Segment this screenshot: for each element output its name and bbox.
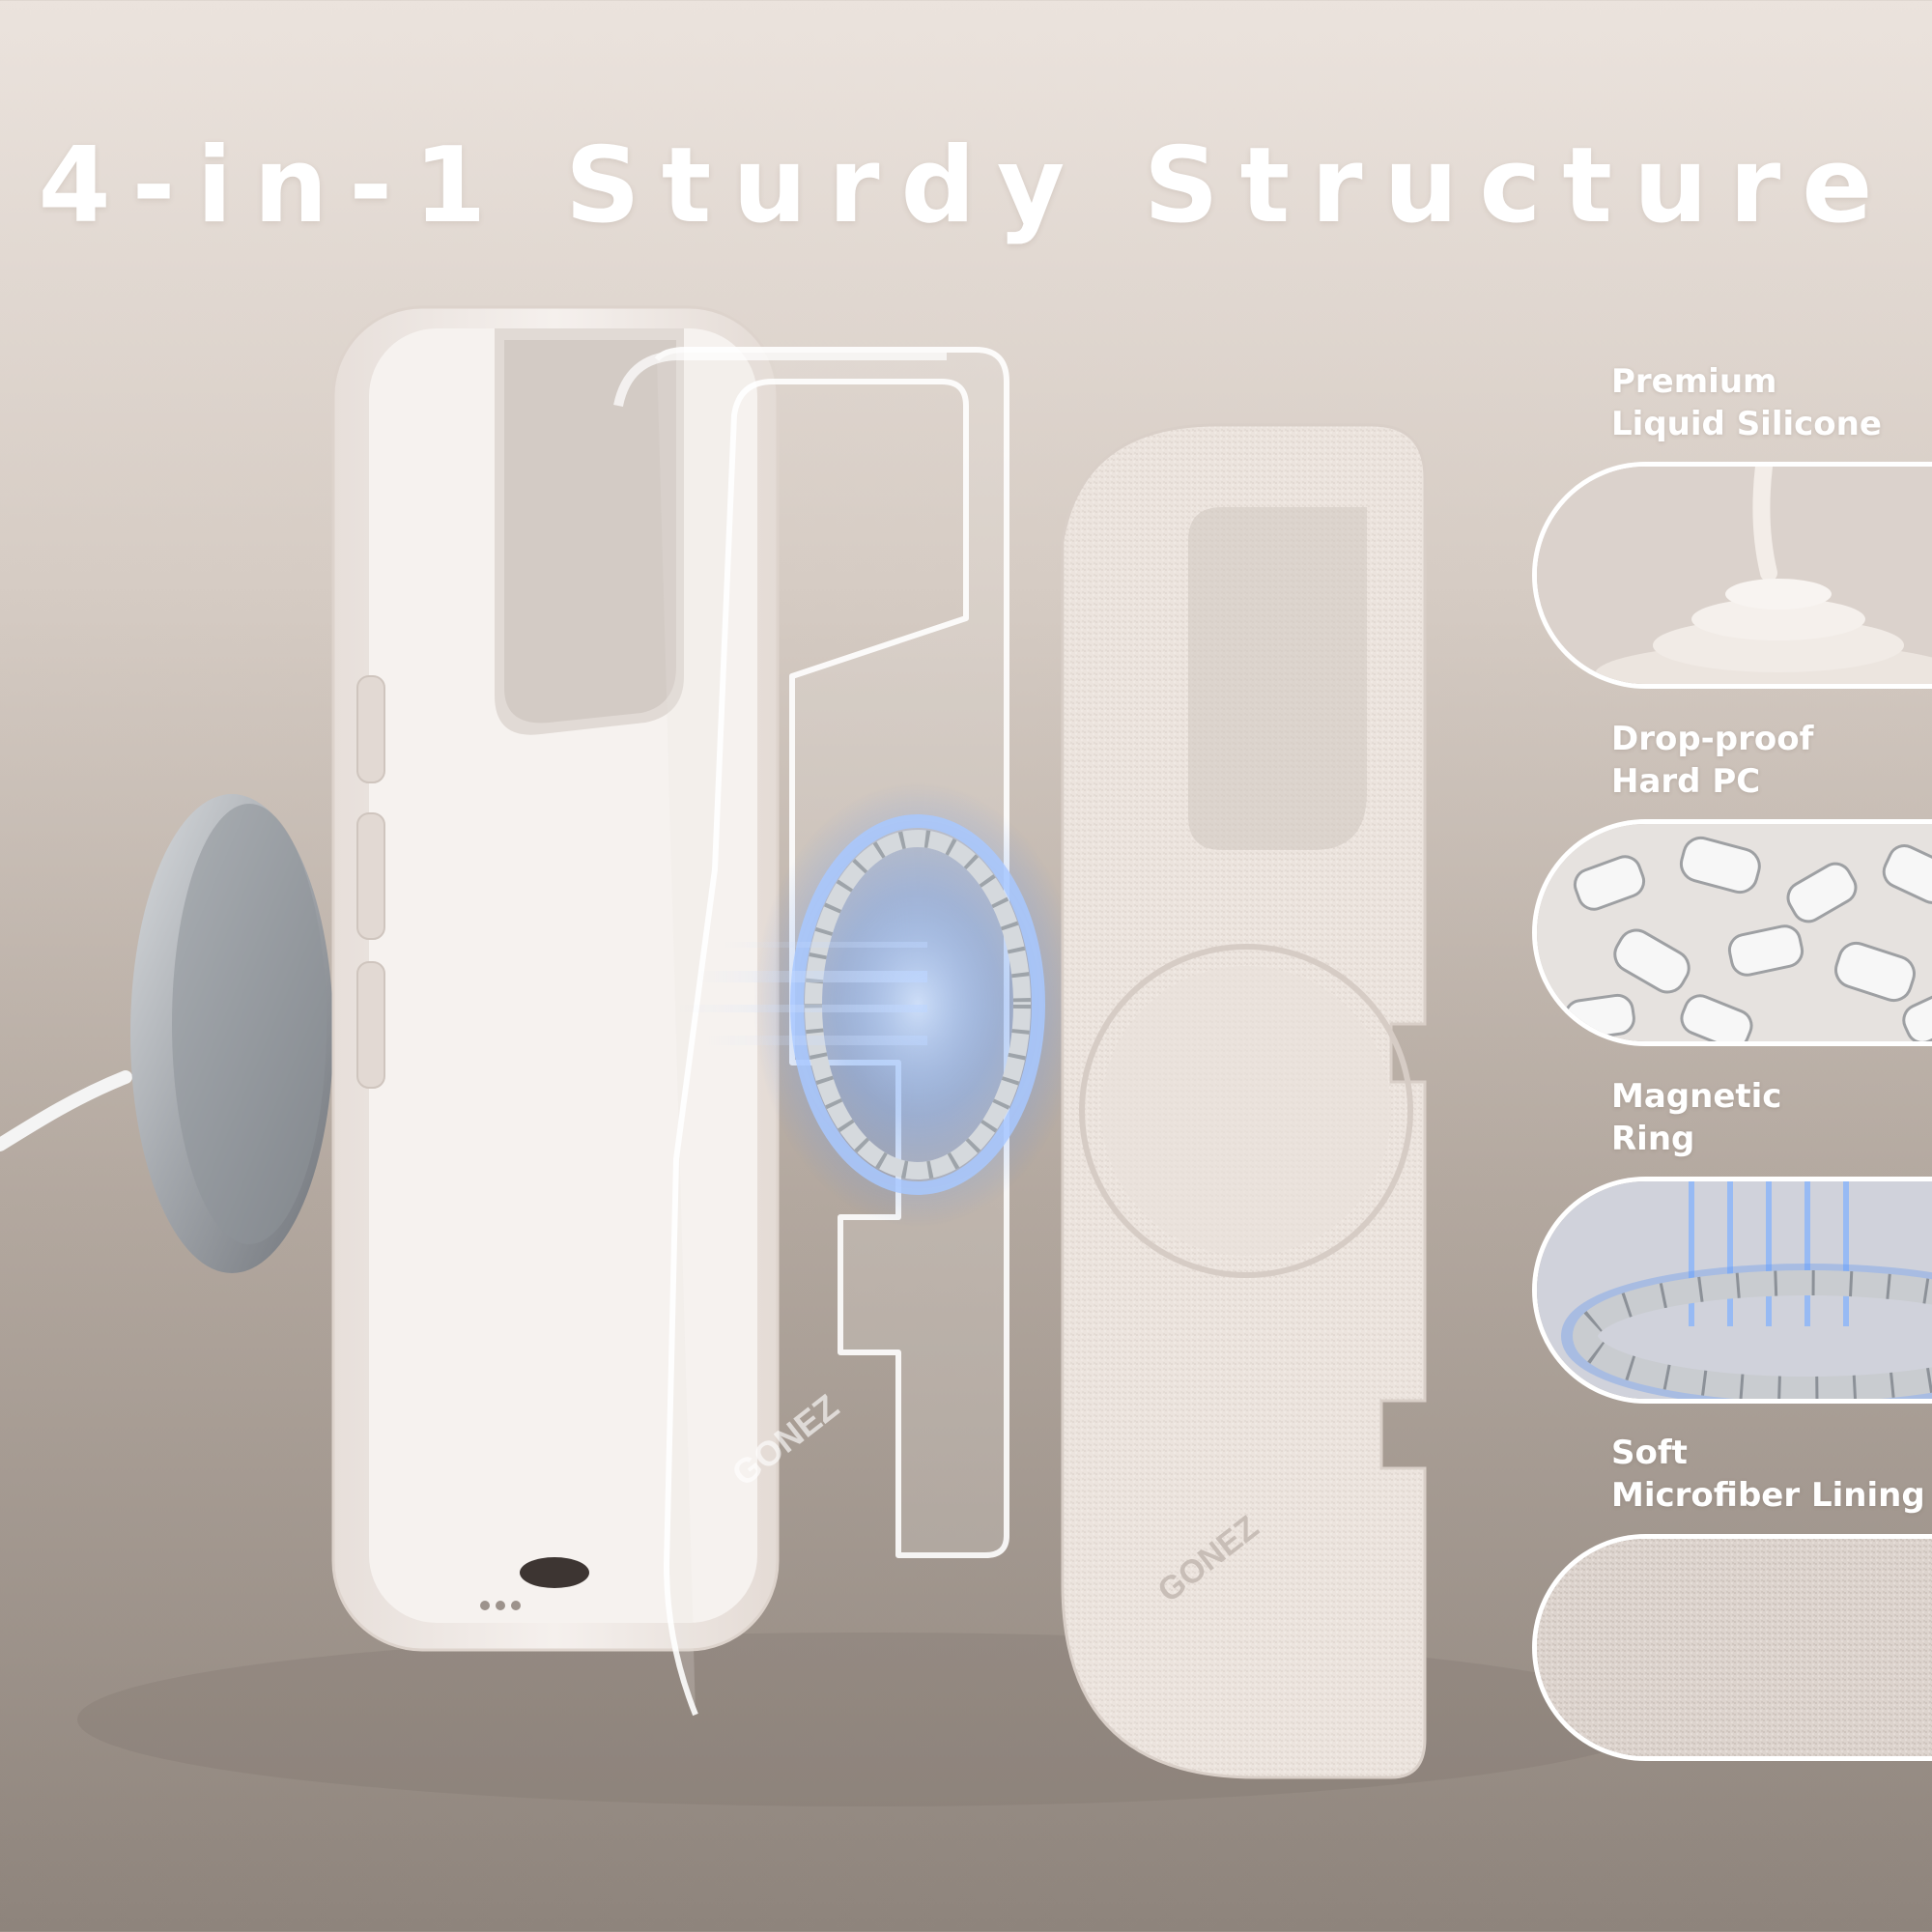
feature-label-microfiber: Soft Microfiber Lining — [1611, 1434, 1925, 1515]
pc-pellets-icon — [1537, 824, 1932, 1041]
feature-label-pc: Drop-proof Hard PC — [1611, 720, 1814, 801]
magnetic-ring — [676, 782, 1082, 1227]
silicone-swirl-icon — [1537, 467, 1932, 684]
feature-tile-pc — [1532, 819, 1932, 1046]
feature-label-magnetic: Magnetic Ring — [1611, 1077, 1782, 1158]
page-title: 4-in-1 Sturdy Structure — [38, 126, 1894, 246]
microfiber-texture-icon — [1537, 1539, 1932, 1756]
feature-label-silicone: Premium Liquid Silicone — [1611, 362, 1882, 443]
feature-tile-microfiber — [1532, 1534, 1932, 1761]
microfiber-lining: GONEZ — [1061, 423, 1427, 1779]
magnetic-ring-icon — [1537, 1181, 1932, 1399]
silicone-outer-case — [331, 305, 780, 1652]
charger-cable — [0, 1070, 132, 1151]
feature-tile-silicone — [1532, 462, 1932, 689]
feature-tile-magnetic — [1532, 1177, 1932, 1404]
